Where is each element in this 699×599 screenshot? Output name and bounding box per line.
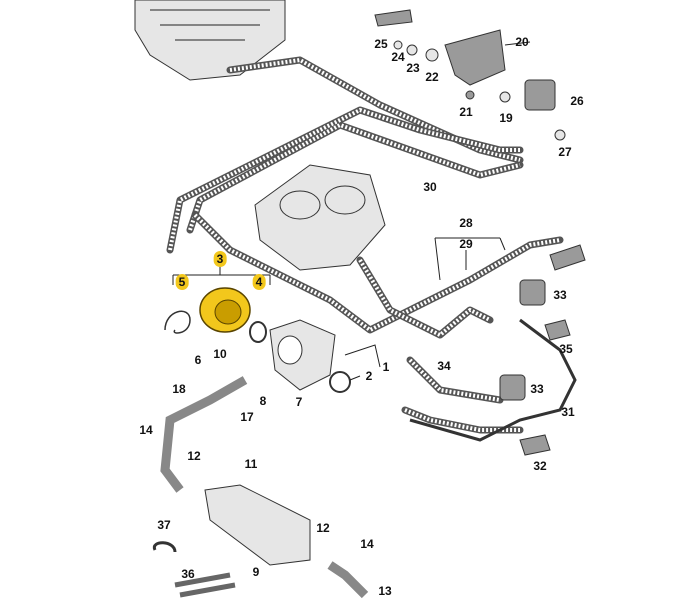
part-label: 20 (515, 35, 529, 49)
part-label: 9 (252, 565, 260, 579)
part-label: 13 (378, 584, 392, 598)
part-label: 12 (187, 449, 201, 463)
part-label: 29 (459, 237, 473, 251)
part-label: 7 (295, 395, 303, 409)
bracket-20 (444, 29, 506, 86)
part-label: 25 (374, 37, 388, 51)
part-label: 8 (259, 394, 267, 408)
part-label: 35 (559, 342, 573, 356)
part-label: 28 (459, 216, 473, 230)
part-label: 14 (139, 423, 153, 437)
part-label: 24 (391, 50, 405, 64)
part-label: 26 (570, 94, 584, 108)
part-label: 22 (425, 70, 439, 84)
part-label: 14 (360, 537, 374, 551)
part-label: 23 (406, 61, 420, 75)
part-label: 32 (533, 459, 547, 473)
egr-cooler-9 (204, 484, 311, 566)
part-label: 11 (244, 457, 258, 471)
part-label: 12 (316, 521, 330, 535)
part-label: 31 (561, 405, 575, 419)
part-label: 17 (240, 410, 254, 424)
valve-26 (524, 79, 556, 111)
egr-pipe-17 (160, 376, 248, 493)
part-label: 2 (365, 369, 373, 383)
part-label: 33 (553, 288, 567, 302)
part-label: 34 (437, 359, 451, 373)
part-label: 21 (459, 105, 473, 119)
part-label: 18 (172, 382, 186, 396)
part-label: 19 (499, 111, 513, 125)
leader-lines (172, 41, 531, 381)
part-label: 37 (157, 518, 171, 532)
pipe-31 (409, 318, 577, 442)
part-label: 33 (530, 382, 544, 396)
part-label-highlighted: 5 (175, 274, 189, 290)
part-label-highlighted: 3 (213, 251, 227, 267)
part-label: 6 (194, 353, 202, 367)
intake-manifold (254, 164, 386, 271)
part-label: 1 (382, 360, 390, 374)
part-label: 30 (423, 180, 437, 194)
vacuum-hose-34 (356, 256, 504, 404)
part-label: 27 (558, 145, 572, 159)
part-label: 36 (181, 567, 195, 581)
bracket-25 (374, 9, 413, 27)
part-label-highlighted: 4 (252, 274, 266, 290)
part-label: 10 (213, 347, 227, 361)
